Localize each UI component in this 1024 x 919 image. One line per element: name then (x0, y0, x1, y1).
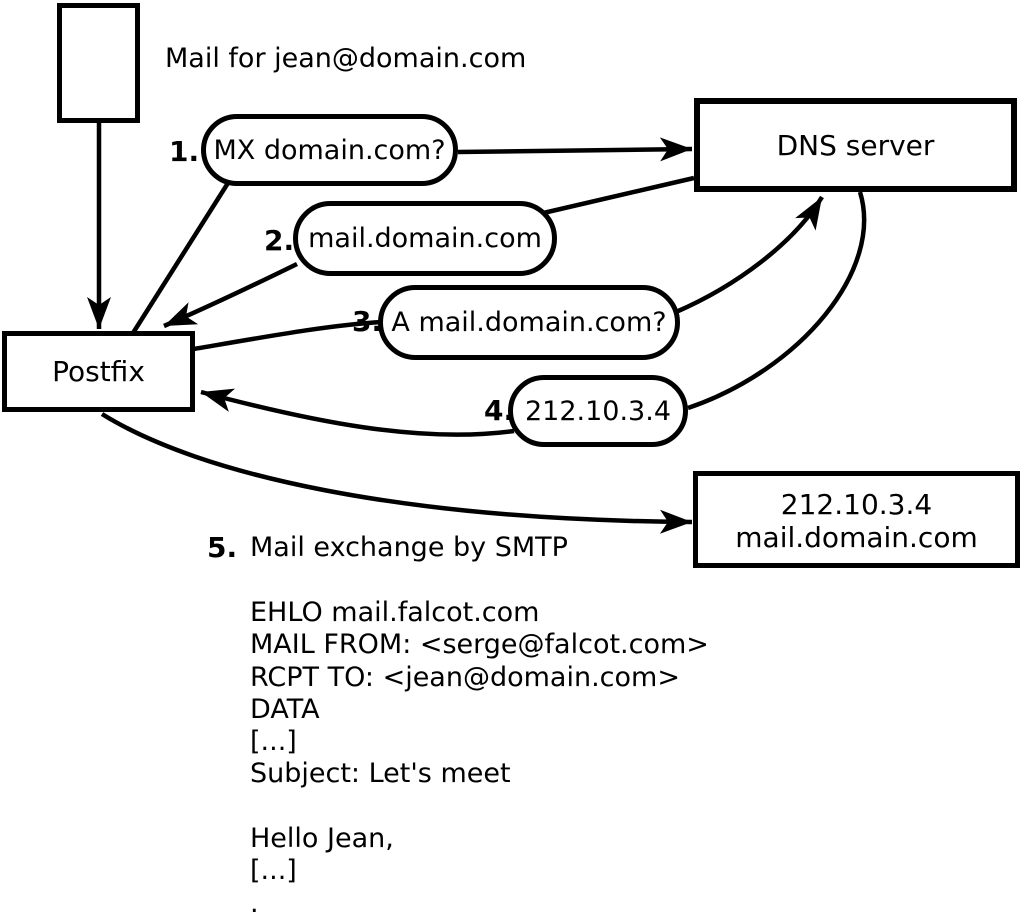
smtp-line: EHLO mail.falcot.com (250, 597, 540, 628)
line-postfix-to-query3 (193, 319, 383, 352)
mail-server-node: 212.10.3.4 mail.domain.com (693, 471, 1020, 568)
postfix-node: Postfix (2, 331, 195, 412)
line-dns-to-answer4 (687, 191, 867, 411)
query1-pill: MX domain.com? (201, 114, 458, 186)
answer2-label: mail.domain.com (308, 223, 542, 254)
smtp-session-transcript: EHLO mail.falcot.com MAIL FROM: <serge@f… (250, 597, 709, 919)
step5-number: 5. (207, 531, 238, 564)
arrow-answer4-to-postfix (200, 388, 515, 437)
arrow-query3-to-dns (675, 195, 824, 315)
dns-server-label: DNS server (776, 128, 935, 162)
line-dns-to-answer2 (538, 175, 695, 217)
smtp-line: [...] (250, 726, 297, 758)
query3-pill: A mail.domain.com? (378, 285, 680, 360)
step1-number: 1. (169, 135, 200, 168)
step3-number: 3. (352, 305, 383, 338)
step4-number: 4. (484, 394, 515, 427)
mail-server-hostname: mail.domain.com (735, 520, 978, 554)
step5-label: Mail exchange by SMTP (250, 532, 568, 563)
mail-envelope-shape (57, 3, 140, 123)
smtp-line: RCPT TO: <jean@domain.com> (250, 661, 680, 693)
smtp-line: DATA (250, 693, 320, 725)
step2-number: 2. (264, 224, 295, 257)
smtp-line: [...] (250, 855, 297, 887)
answer2-pill: mail.domain.com (293, 201, 557, 276)
mail-server-ip: 212.10.3.4 (780, 487, 933, 521)
smtp-line: Subject: Let's meet (250, 758, 511, 790)
smtp-line: MAIL FROM: <serge@falcot.com> (250, 629, 709, 661)
arrow-answer2-to-postfix (163, 261, 298, 329)
smtp-line: . (250, 887, 259, 919)
mail-for-label: Mail for jean@domain.com (165, 43, 527, 74)
query1-label: MX domain.com? (213, 134, 446, 166)
smtp-line (250, 791, 709, 823)
answer4-label: 212.10.3.4 (525, 395, 671, 427)
smtp-line: Hello Jean, (250, 823, 394, 855)
postfix-label: Postfix (52, 355, 145, 388)
line-postfix-to-query1 (131, 181, 230, 335)
dns-server-node: DNS server (694, 98, 1017, 192)
answer4-pill: 212.10.3.4 (508, 375, 688, 447)
arrow-postfix-to-mailserver-smtp (100, 412, 693, 534)
arrow-query1-to-dns (457, 137, 693, 162)
query3-label: A mail.domain.com? (391, 307, 667, 338)
